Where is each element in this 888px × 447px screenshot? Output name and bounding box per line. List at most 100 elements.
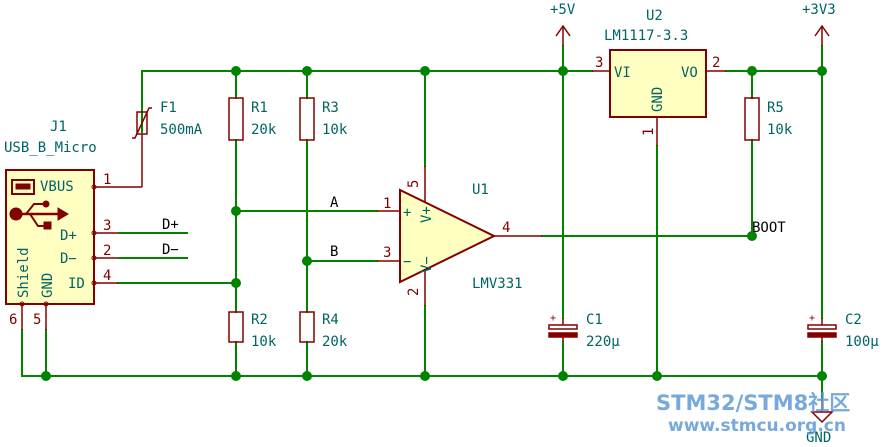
junction-dot	[558, 371, 568, 381]
junction-dot	[420, 371, 430, 381]
r5-ref: R5	[767, 100, 784, 116]
j1-connector: VBUS D+ D− ID Shield GND 1 3 2 4 6 5	[4, 119, 142, 330]
power-5v-symbol	[555, 24, 571, 46]
resistor-r1	[228, 97, 244, 141]
power-3v3-label: +3V3	[802, 2, 836, 18]
junction-dot	[747, 66, 757, 76]
u1-vminus-label: V−	[419, 256, 435, 273]
junction-dot	[231, 371, 241, 381]
power-3v3-symbol	[814, 24, 830, 46]
wires	[21, 45, 823, 401]
junction-dot	[652, 371, 662, 381]
capacitor-c2	[807, 318, 837, 342]
j1-pin-dminus-label: D−	[60, 251, 77, 267]
j1-pin-num-5: 5	[33, 312, 41, 328]
j1-pin-num-2: 2	[103, 243, 111, 259]
r2-value: 10k	[251, 334, 277, 350]
junction-dot	[420, 66, 430, 76]
f1-fuse	[132, 107, 152, 187]
junction-dot	[817, 371, 827, 381]
wire-f1-top-rail	[141, 70, 593, 133]
wire-ground-rail	[21, 329, 823, 377]
resistor-r4	[299, 311, 315, 343]
u1-pin-num-out: 4	[502, 220, 510, 236]
c2-plus: +	[809, 313, 815, 324]
net-label-dminus: D−	[162, 242, 179, 258]
j1-ref: J1	[50, 119, 67, 135]
u1-value: LMV331	[472, 276, 523, 292]
u2-regulator	[592, 49, 726, 146]
u1-ref: U1	[472, 182, 489, 198]
net-label-b: B	[330, 244, 338, 260]
junction-dot	[817, 66, 827, 76]
u2-gnd-label: GND	[650, 87, 666, 112]
f1-value: 500mA	[160, 122, 203, 138]
j1-pin-vbus-label: VBUS	[40, 179, 74, 195]
junction-dot	[231, 278, 241, 288]
junction-dot	[41, 371, 51, 381]
watermark-line2: www.stmcu.org.cn	[668, 416, 846, 436]
j1-pin-shield-label: Shield	[16, 247, 32, 298]
j1-pin-num-1: 1	[103, 172, 111, 188]
u1-body	[399, 188, 497, 284]
usb-icon	[9, 179, 69, 230]
resistor-r3	[299, 97, 315, 141]
u1-in-minus-label: −	[403, 254, 411, 270]
f1-ref: F1	[160, 100, 177, 116]
u2-vo-label: VO	[681, 65, 698, 81]
j1-body	[5, 169, 95, 305]
u1-pin-num-vminus: 2	[406, 288, 422, 296]
j1-pin-id-label: ID	[68, 276, 85, 292]
u2-vi-label: VI	[614, 65, 631, 81]
power-5v-label: +5V	[550, 2, 576, 18]
j1-pin-num-3: 3	[103, 218, 111, 234]
net-label-dplus: D+	[162, 217, 179, 233]
u2-ref: U2	[646, 8, 663, 24]
u1-in-plus-label: +	[403, 205, 411, 221]
c2-value: 100µ	[845, 334, 879, 350]
ground-label: GND	[806, 430, 831, 446]
usb-data-lines	[118, 232, 188, 259]
r4-value: 20k	[322, 334, 348, 350]
r5-value: 10k	[767, 122, 793, 138]
junction-dot	[302, 66, 312, 76]
u2-value: LM1117-3.3	[604, 28, 688, 44]
ground-symbol	[810, 400, 834, 424]
r3-value: 10k	[322, 122, 348, 138]
resistor-r5	[744, 97, 760, 141]
resistor-r2	[228, 311, 244, 343]
capacitor-c1	[548, 318, 578, 342]
net-label-boot: BOOT	[752, 220, 786, 236]
j1-pin-num-4: 4	[103, 268, 111, 284]
u1-pin-num-plus: 1	[383, 196, 391, 212]
junction-dot	[558, 66, 568, 76]
junction-dot	[747, 231, 757, 241]
j1-value: USB_B_Micro	[4, 140, 97, 156]
junction-dot	[302, 256, 312, 266]
r1-ref: R1	[251, 100, 268, 116]
net-label-a: A	[330, 195, 339, 211]
junctions	[41, 66, 827, 381]
junction-dot	[231, 66, 241, 76]
junction-dot	[231, 206, 241, 216]
u1-pin-num-vplus: 5	[406, 180, 422, 188]
r4-ref: R4	[322, 312, 339, 328]
c1-ref: C1	[586, 312, 603, 328]
c2-ref: C2	[845, 312, 862, 328]
r3-ref: R3	[322, 100, 339, 116]
u2-pin-num-vi: 3	[595, 55, 603, 71]
r2-ref: R2	[251, 312, 268, 328]
u2-pin-num-gnd: 1	[641, 128, 657, 136]
j1-pin-dplus-label: D+	[60, 228, 77, 244]
u2-pin-num-vo: 2	[712, 55, 720, 71]
r1-value: 20k	[251, 122, 277, 138]
j1-pin-gnd-label: GND	[40, 273, 56, 298]
watermark-line1: STM32/STM8社区	[656, 391, 850, 415]
u1-vplus-label: V+	[419, 206, 435, 223]
j1-pin-num-6: 6	[9, 312, 17, 328]
u1-pin-num-minus: 3	[383, 245, 391, 261]
u1-comparator	[377, 166, 542, 306]
c1-plus: +	[550, 313, 556, 324]
c1-value: 220µ	[586, 334, 620, 350]
